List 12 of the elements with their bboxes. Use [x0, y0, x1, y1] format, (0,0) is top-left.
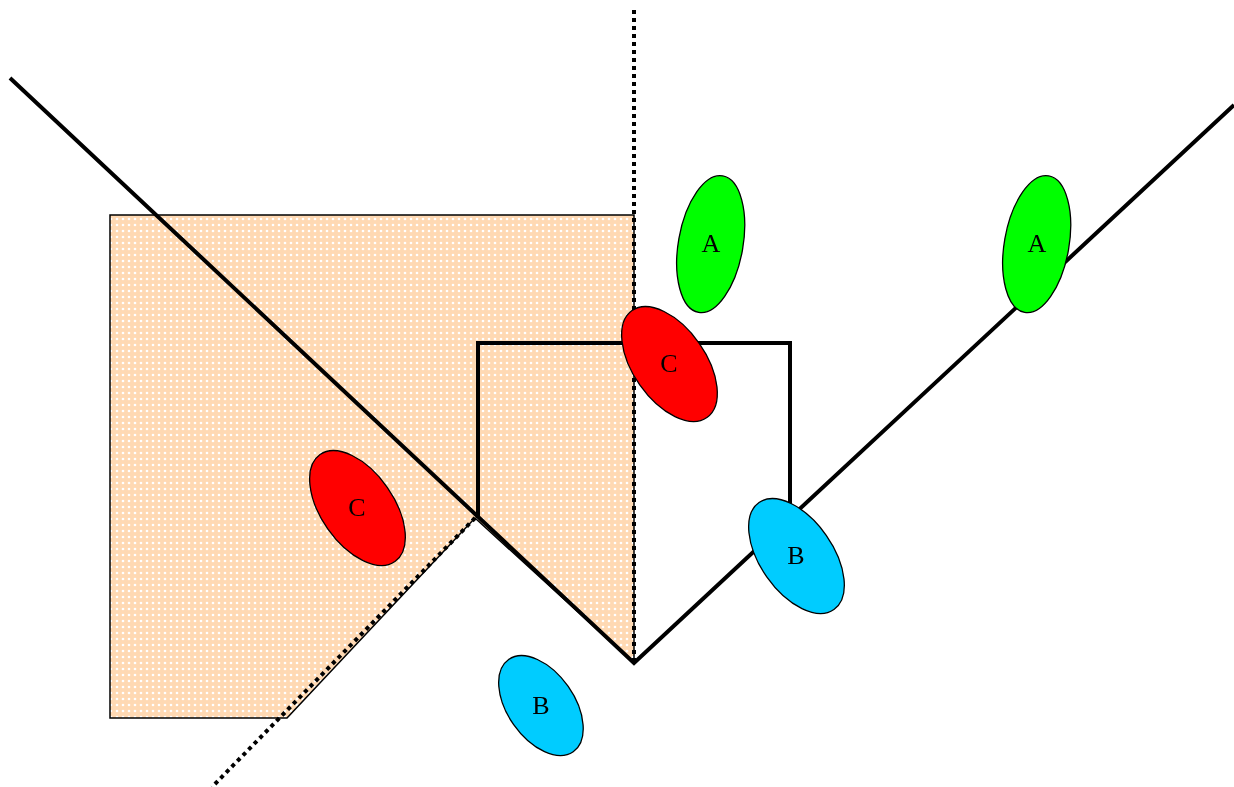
node-letter: A: [1027, 231, 1047, 257]
ellipse-node: [498, 655, 584, 757]
node-letter: C: [660, 351, 678, 377]
node-letter: B: [532, 693, 550, 719]
ellipse-node: [620, 305, 718, 423]
node-letter: C: [348, 495, 366, 521]
node-letter: A: [701, 231, 721, 257]
ellipse-node: [747, 497, 845, 615]
ellipse-node: [676, 174, 746, 314]
ellipse-node: [308, 449, 406, 567]
node-letter: B: [787, 543, 805, 569]
ellipse-node: [1002, 174, 1072, 314]
